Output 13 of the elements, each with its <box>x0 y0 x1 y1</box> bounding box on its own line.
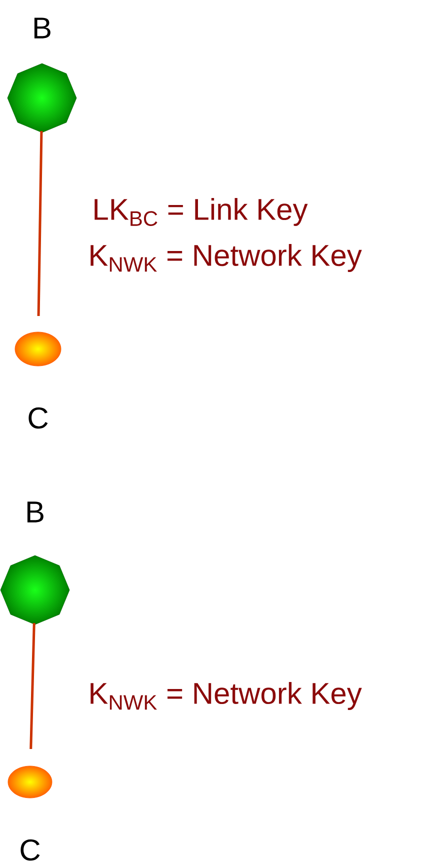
key-label: K$_{NWK}$ = Network Key <box>90 244 362 272</box>
key-label: LK$_{BC}$ = Link Key <box>94 198 308 226</box>
line <box>37 130 43 316</box>
octagon-node: B <box>7 18 77 133</box>
octagon-node: B <box>0 502 70 625</box>
node-label: B <box>27 502 44 522</box>
key-label: K$_{NWK}$ = Network Key <box>90 682 362 710</box>
ellipse-node: C <box>14 332 62 429</box>
node-label: C <box>28 407 48 429</box>
line <box>30 622 36 750</box>
node-label: B <box>34 18 50 38</box>
node-label: C <box>20 839 40 861</box>
ellipse-node: C <box>8 766 52 861</box>
